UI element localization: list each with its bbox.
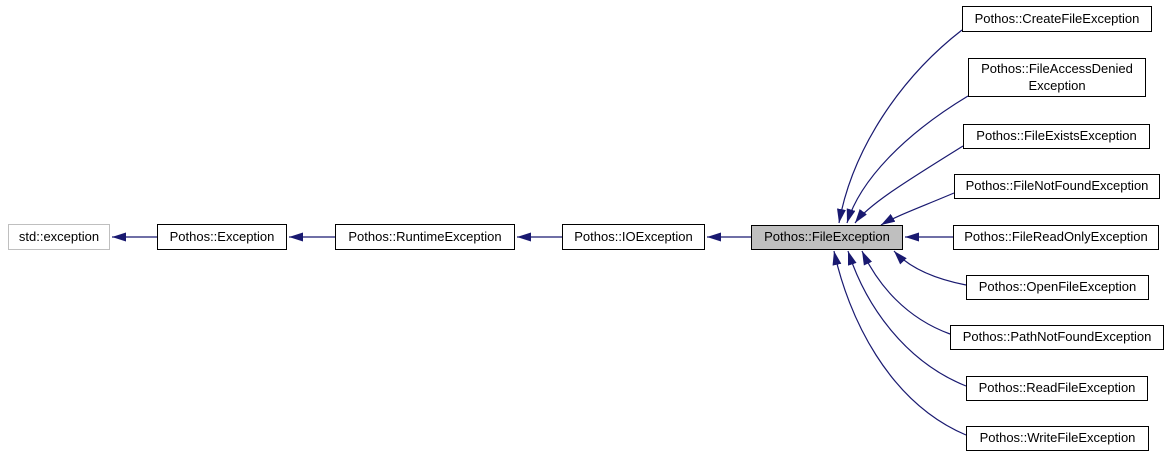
edge-fileexists-to-file	[854, 145, 964, 224]
edge-pathnotfound-to-file	[861, 250, 951, 335]
class-node-std-exception: std::exception	[8, 224, 110, 250]
class-node-pothos-file-exception: Pothos::FileException	[751, 225, 903, 250]
edge-filenotfound-to-file	[880, 192, 955, 226]
edge-fileaccessdenied-to-file	[846, 95, 969, 224]
class-node-pothos-open-file-exception[interactable]: Pothos::OpenFileException	[966, 275, 1149, 300]
class-node-pothos-file-exists-exception[interactable]: Pothos::FileExistsException	[963, 124, 1150, 149]
class-node-pothos-path-not-found-exception[interactable]: Pothos::PathNotFoundException	[950, 325, 1164, 350]
edge-writefile-to-file	[832, 250, 967, 436]
class-node-pothos-read-file-exception[interactable]: Pothos::ReadFileException	[966, 376, 1148, 401]
edge-openfile-to-file	[893, 250, 967, 286]
class-node-pothos-create-file-exception[interactable]: Pothos::CreateFileException	[962, 6, 1152, 32]
class-node-pothos-file-not-found-exception[interactable]: Pothos::FileNotFoundException	[954, 174, 1160, 199]
edge-createfile-to-file	[837, 29, 963, 224]
edge-readfile-to-file	[847, 250, 967, 387]
class-node-pothos-write-file-exception[interactable]: Pothos::WriteFileException	[966, 426, 1149, 451]
class-node-pothos-io-exception[interactable]: Pothos::IOException	[562, 224, 705, 250]
class-node-pothos-runtime-exception[interactable]: Pothos::RuntimeException	[335, 224, 515, 250]
class-node-pothos-file-access-denied-exception[interactable]: Pothos::FileAccessDenied Exception	[968, 58, 1146, 97]
class-node-pothos-exception[interactable]: Pothos::Exception	[157, 224, 287, 250]
class-node-pothos-file-read-only-exception[interactable]: Pothos::FileReadOnlyException	[953, 225, 1159, 250]
